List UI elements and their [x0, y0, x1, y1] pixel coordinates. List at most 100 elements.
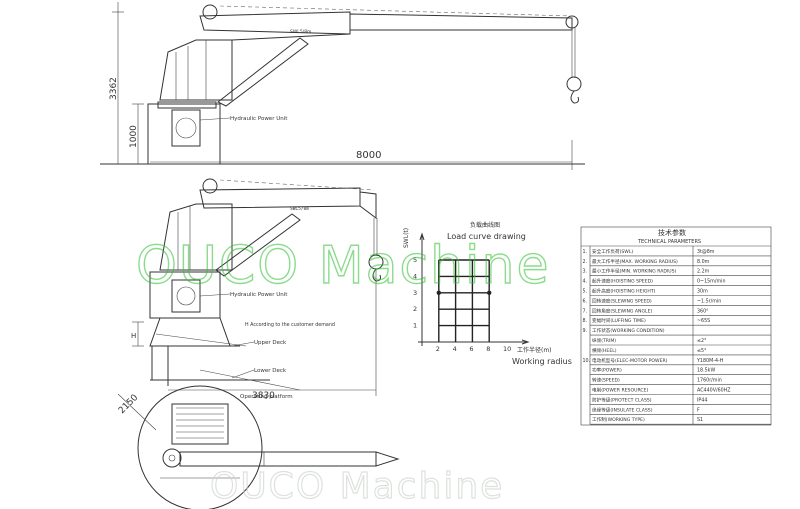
params-row: 纵倾(TRIM) ≤2°: [592, 337, 706, 344]
params-row: 5.起升高度(HOISTING HEIGHT)30m: [583, 288, 709, 295]
params-row-value: ≤2°: [697, 338, 706, 344]
params-row: 电制(POWER RESOURCE)AC440V/60HZ: [592, 387, 731, 394]
params-row-value: 8.0m: [697, 259, 710, 265]
load-chart-x-tick: 10: [503, 345, 511, 353]
params-row-value: ≤5°: [697, 348, 706, 354]
params-row: 1.安全工作负荷(SWL)3t@8m: [583, 248, 715, 255]
params-row-name: 起升速度(HOISTING SPEED): [592, 278, 653, 285]
params-row-value: 3t@8m: [697, 249, 715, 255]
mid-luffing-cylinder: [215, 213, 301, 277]
top-main-boom: [199, 11, 351, 35]
params-row-name: 安全工作负荷(SWL): [592, 248, 633, 255]
load-chart-x-tick: 8: [486, 345, 490, 353]
top-luffing-cylinder: [217, 37, 309, 107]
load-chart-point: [436, 290, 441, 295]
mid-power-unit-label: Hydraulic Power Unit: [230, 292, 288, 298]
params-row: 功率(POWER) 18.5kW: [592, 367, 715, 374]
params-row-value: 1760r/min: [697, 378, 722, 384]
top-dim-length: 8000: [356, 150, 381, 161]
plan-pivot-icon: [162, 448, 182, 468]
mid-h-label: H: [131, 332, 136, 340]
params-row: 10.电动机型号(ELEC-MOTOR POWER) Y180M-4-H: [583, 357, 724, 364]
params-row-name: 最小工作半径(MIN. WORKING RADIUS): [592, 268, 677, 275]
params-row: 转速(SPEED) 1760r/min: [592, 377, 722, 384]
params-row-name: 工作状态(WORKING CONDITION): [592, 327, 665, 334]
params-title-en: TECHNICAL PARAMETERS: [637, 239, 701, 245]
mid-dim-length: 3830: [252, 391, 275, 401]
top-swl-label: SWL5/8m: [290, 29, 311, 35]
plan-power-unit: [171, 403, 229, 445]
technical-parameters-table: 技术参数 TECHNICAL PARAMETERS 1.安全工作负荷(SWL)3…: [580, 226, 772, 426]
mid-upper-deck-label: Upper Deck: [254, 340, 287, 346]
params-row-no: 7.: [583, 308, 588, 314]
params-row: 工作制(WORKING TYPE) S1: [592, 416, 703, 423]
params-row-name: 纵倾(TRIM): [592, 337, 616, 344]
params-row-name: 变幅时间(LUFFING TIME): [592, 317, 646, 324]
params-row-no: 9.: [583, 328, 588, 334]
top-dim-base: 1000: [129, 125, 139, 148]
params-row: 4. 起升速度(HOISTING SPEED) 0~15m/min: [583, 278, 726, 285]
top-pivot-icon: [202, 4, 218, 20]
load-chart-x-axis-cn: 工作半径(m): [517, 346, 552, 354]
params-row: 9. 工作状态(WORKING CONDITION): [583, 327, 665, 334]
params-row: 横倾(HEEL) ≤5°: [592, 347, 706, 354]
params-row-value: 18.5kW: [697, 368, 715, 374]
params-row-value: 0~15m/min: [697, 279, 726, 285]
plan-slew-circle: [137, 385, 263, 509]
mid-operating-platform-label: Operating platform: [240, 394, 293, 400]
mid-lower-deck-label: Lower Deck: [254, 368, 287, 374]
plan-boom: [179, 451, 377, 467]
params-row-no: 10.: [583, 358, 591, 364]
params-row-value: S1: [697, 417, 703, 423]
load-chart-point: [487, 290, 492, 295]
top-dim-height: 3362: [109, 77, 119, 100]
load-chart-x-tick: 4: [453, 345, 457, 353]
mid-swl-label: SWL5/8m: [290, 206, 309, 212]
params-row-name: 绝缘等级(INSULATE CLASS): [592, 406, 653, 413]
params-row-no: 3.: [583, 269, 588, 275]
params-row-value: 360°: [697, 308, 709, 314]
mid-column: [159, 203, 233, 271]
params-row-value: ~65S: [697, 318, 710, 324]
params-row-name: 功率(POWER): [592, 367, 622, 374]
params-row-no: 6.: [583, 298, 588, 304]
params-row: 7.回转角度(SLEWING ANGLE)360°: [583, 307, 709, 314]
params-row-name: 横倾(HEEL): [592, 347, 617, 354]
params-row-value: AC440V/60HZ: [697, 388, 731, 394]
params-row-no: 4.: [583, 279, 588, 285]
load-chart-x-axis-en: Working radius: [512, 357, 572, 366]
params-row: 6.回转速度(SLEWING SPEED)~1.5r/min: [583, 297, 722, 304]
params-row-name: 转速(SPEED): [592, 377, 620, 384]
params-row-name: 工作制(WORKING TYPE): [592, 416, 645, 423]
mid-jib: [359, 191, 377, 219]
params-row-value: IP44: [697, 397, 707, 403]
params-title-cn: 技术参数: [658, 228, 686, 237]
params-row-name: 最大工作半径(MAX. WORKING RADIUS): [592, 258, 678, 265]
params-row-name: 电动机型号(ELEC-MOTOR POWER): [592, 357, 668, 364]
params-rows: 1.安全工作负荷(SWL)3t@8m2.最大工作半径(MAX. WORKING …: [583, 246, 771, 425]
params-row-value: Y180M-4-H: [696, 358, 724, 364]
mid-custom-note: H According to the customer demand: [245, 322, 335, 328]
load-chart-title-cn: 负载曲线图: [470, 221, 500, 229]
params-row-no: 5.: [583, 289, 588, 295]
top-jib: [349, 13, 573, 31]
mid-cone-base: [149, 317, 231, 347]
params-row-name: 防护等级(PROTECT CLASS): [592, 396, 652, 403]
params-row-value: 2.2m: [697, 269, 710, 275]
watermark-main: OUCO Machine: [136, 236, 550, 296]
params-row-name: 回转速度(SLEWING SPEED): [592, 297, 652, 304]
params-row: 8.变幅时间(LUFFING TIME)~65S: [583, 317, 711, 324]
params-row-name: 起升高度(HOISTING HEIGHT): [592, 288, 656, 295]
load-chart-y-tick: 5: [413, 256, 417, 264]
load-chart-x-tick: 6: [469, 345, 473, 353]
top-power-unit-label: Hydraulic Power Unit: [230, 116, 288, 122]
top-hook-block-icon: [566, 76, 582, 92]
middle-elevation-view: H 3830 Hydraulic Power Unit H According …: [131, 178, 384, 401]
top-column: [159, 39, 233, 101]
load-chart-y-tick: 1: [413, 322, 417, 330]
load-chart-grid: [418, 232, 530, 346]
top-pedestal: [147, 103, 221, 165]
load-chart-x-tick: 2: [436, 345, 440, 353]
